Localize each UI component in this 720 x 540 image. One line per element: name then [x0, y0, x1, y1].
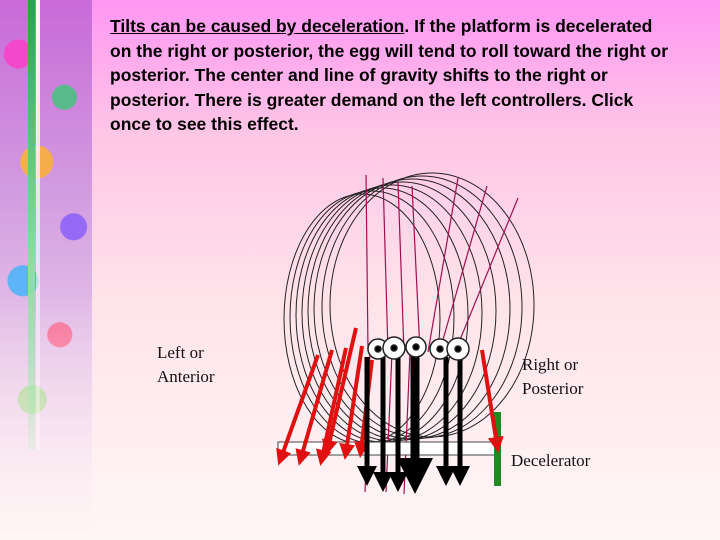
- body-text-rest: . If the platform is decelerated on the …: [110, 16, 669, 134]
- controller-dot: [412, 343, 420, 351]
- platform: [277, 441, 497, 456]
- left-anterior-label: Left or Anterior: [157, 341, 215, 389]
- decelerator-label: Decelerator: [511, 451, 591, 470]
- deceleration-link[interactable]: Tilts can be caused by deceleration: [110, 16, 405, 36]
- gravity-line: [385, 351, 393, 493]
- egg-outlines: [283, 172, 535, 445]
- egg-outline: [307, 181, 497, 441]
- decorative-background-strip: [0, 0, 92, 540]
- decorative-green-bar: [28, 0, 35, 450]
- right-label-line-1: Right or: [522, 355, 579, 374]
- right-posterior-label: Right or Posterior: [522, 353, 583, 401]
- decorative-white-bar: [36, 0, 40, 450]
- red-arrow: [295, 349, 334, 466]
- controller-circles: [367, 336, 470, 361]
- black-arrows: [357, 357, 470, 492]
- controller-dot: [390, 344, 398, 352]
- red-arrow: [339, 345, 364, 460]
- controller-dot: [454, 345, 462, 353]
- egg-outline: [321, 175, 523, 439]
- slide-body-text: Tilts can be caused by deceleration. If …: [110, 14, 670, 137]
- left-label-line-1: Left or: [157, 343, 204, 362]
- gravity-line: [454, 197, 519, 353]
- red-arrow: [322, 327, 358, 456]
- controller-dot: [436, 345, 444, 353]
- gravity-line: [365, 174, 369, 351]
- gravity-line: [397, 181, 405, 353]
- controller-dot: [374, 345, 382, 353]
- right-label-line-2: Posterior: [522, 379, 584, 398]
- egg-outline: [301, 184, 483, 442]
- red-arrow: [276, 354, 320, 466]
- gravity-line: [411, 185, 421, 353]
- left-label-line-2: Anterior: [157, 367, 215, 386]
- gravity-line: [427, 177, 459, 353]
- gravity-line: [382, 177, 389, 353]
- egg-outline: [329, 172, 535, 438]
- red-arrow: [480, 349, 504, 453]
- gravity-line: [439, 185, 488, 351]
